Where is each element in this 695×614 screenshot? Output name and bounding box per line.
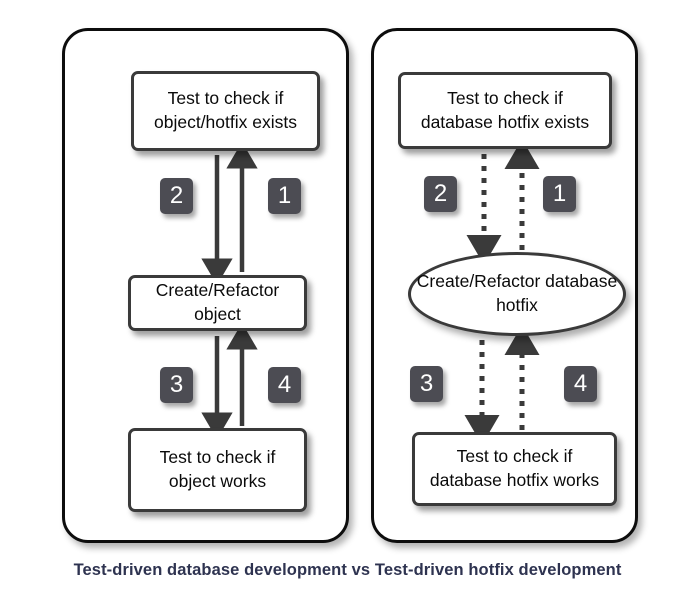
node-create-refactor-database-hotfix[interactable]: Create/Refactor database hotfix — [408, 252, 626, 336]
node-test-object-works[interactable]: Test to check if object works — [128, 428, 307, 512]
node-test-database-hotfix-exists[interactable]: Test to check if database hotfix exists — [398, 72, 612, 149]
step-badge-left-1: 1 — [268, 178, 301, 214]
node-test-database-hotfix-works[interactable]: Test to check if database hotfix works — [412, 432, 617, 506]
diagram-caption: Test-driven database development vs Test… — [73, 561, 622, 579]
step-badge-right-3: 3 — [410, 366, 443, 402]
node-label: Test to check if database hotfix works — [429, 446, 600, 490]
node-test-object-hotfix-exists[interactable]: Test to check if object/hotfix exists — [131, 71, 320, 151]
node-label: Test to check if object/hotfix exists — [154, 88, 297, 132]
step-badge-left-4: 4 — [268, 367, 301, 403]
step-badge-right-1: 1 — [543, 176, 576, 212]
node-label: Create/Refactor database hotfix — [416, 271, 618, 315]
node-create-refactor-object[interactable]: Create/Refactor object — [128, 275, 307, 331]
step-badge-left-2: 2 — [160, 178, 193, 214]
step-badge-right-2: 2 — [424, 176, 457, 212]
node-label: Test to check if object works — [159, 447, 276, 491]
node-label: Test to check if database hotfix exists — [420, 87, 590, 132]
node-label: Create/Refactor object — [155, 280, 280, 324]
step-badge-right-4: 4 — [564, 366, 597, 402]
step-badge-left-3: 3 — [160, 367, 193, 403]
